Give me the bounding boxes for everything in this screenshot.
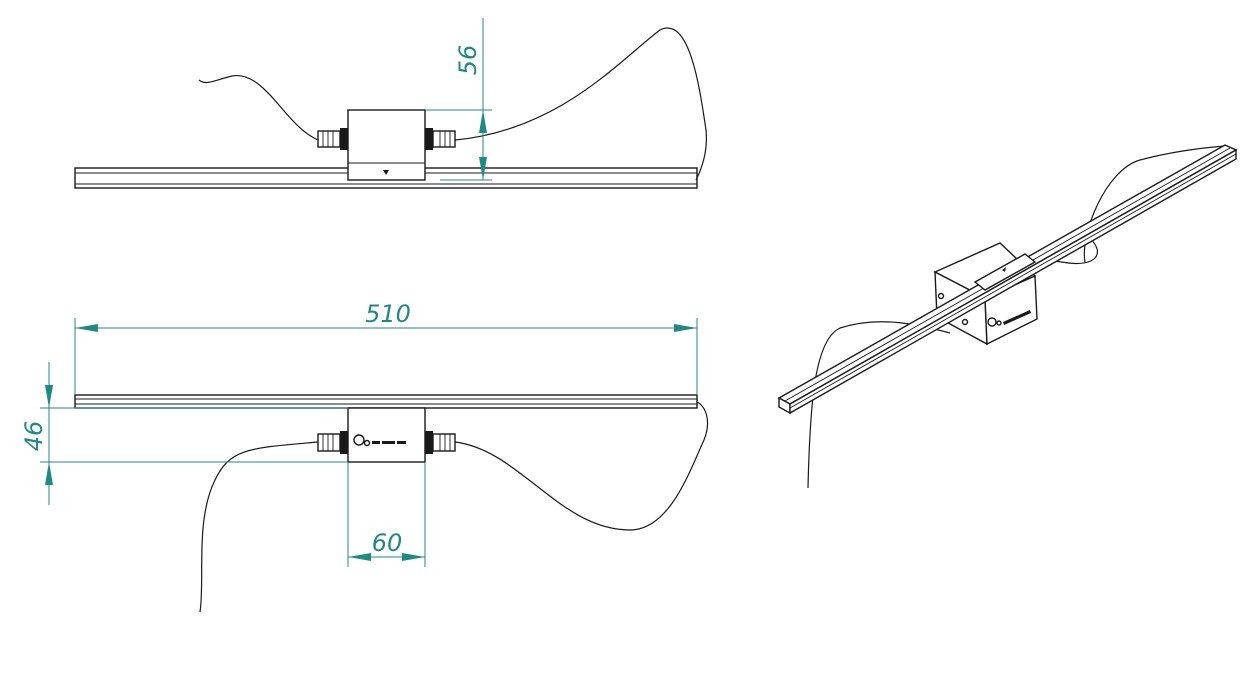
front-view-connector-right	[425, 431, 456, 454]
top-view-cable-right	[454, 27, 707, 181]
dimension-60: 60	[347, 462, 426, 567]
top-view: 56	[74, 18, 707, 189]
front-view-cable-left	[199, 441, 319, 613]
top-view-box	[347, 109, 426, 181]
front-view: 510 46 60	[20, 300, 709, 613]
dimension-510-label: 510	[365, 300, 411, 328]
dimension-46: 46	[20, 362, 348, 505]
top-view-connector-right	[425, 128, 456, 150]
front-view-logo	[353, 434, 406, 447]
front-view-rail	[74, 394, 698, 409]
dimension-56-label: 56	[454, 45, 482, 76]
iso-rail	[777, 144, 1238, 415]
top-view-marker-icon	[383, 170, 389, 175]
top-view-cable-left	[198, 75, 319, 141]
iso-logo	[987, 310, 1031, 327]
dimension-56: 56	[425, 18, 492, 181]
front-view-connector-left	[317, 431, 348, 454]
dimension-46-label: 46	[20, 421, 48, 452]
dimension-60-label: 60	[372, 529, 403, 557]
top-view-connector-left	[317, 128, 348, 150]
dimension-510: 510	[74, 300, 698, 395]
front-view-cable-right	[454, 401, 709, 531]
isometric-view	[777, 144, 1238, 489]
